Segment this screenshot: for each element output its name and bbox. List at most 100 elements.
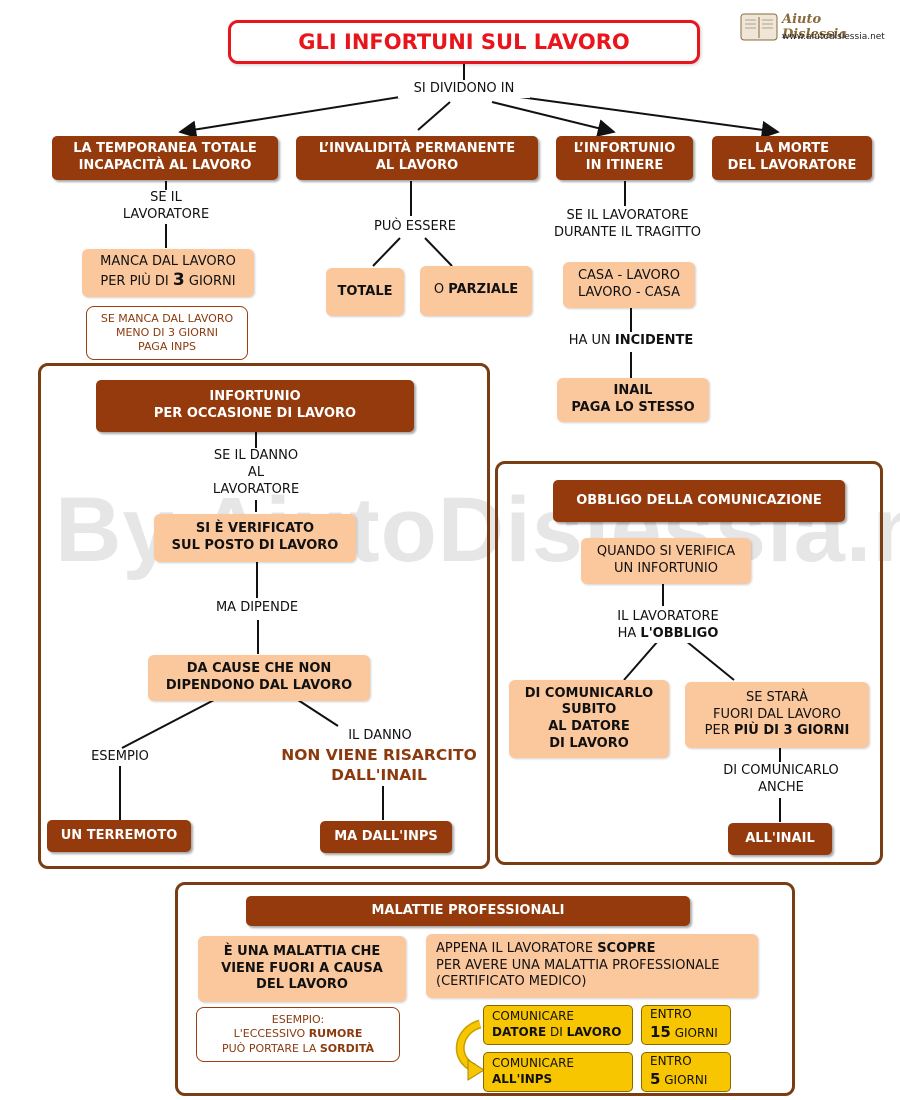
cat3-route1: CASA - LAVORO <box>577 268 681 284</box>
frame-obbligo <box>495 461 883 865</box>
malattie-step2-b: ALL'INPS <box>492 1072 553 1086</box>
malattie-step1-line1: COMUNICARE <box>492 1009 574 1024</box>
cat1-note-line3: PAGA INPS <box>138 340 196 354</box>
cat3-pay-line1: INAIL <box>613 383 653 399</box>
occasione-cond-line2: AL <box>247 464 265 480</box>
malattie-step2-deadline: ENTRO 5 GIORNI <box>641 1052 731 1092</box>
cat1-cond-line1: SE IL <box>150 190 182 205</box>
obbligo-also-line2: ANCHE <box>758 779 804 795</box>
malattie-step1-b2: LAVORO <box>566 1025 622 1039</box>
malattie-step2-time-line1: ENTRO <box>650 1054 692 1069</box>
occasione-where-line2: SUL POSTO DI LAVORO <box>171 538 339 553</box>
occasione-inps: MA DALL'INPS <box>320 821 452 853</box>
cat2-line2: AL LAVORO <box>375 158 459 173</box>
cat1-box-pre: PER PIÙ DI <box>100 274 173 290</box>
cat1-line2: INCAPACITÀ AL LAVORO <box>78 158 252 173</box>
cat3-line1: L’INFORTUNIO <box>573 141 676 157</box>
malattie-step2-line1: COMUNICARE <box>492 1056 574 1071</box>
obbligo-left-line2: SUBITO <box>561 702 617 718</box>
category-morte: LA MORTE DEL LAVORATORE <box>712 136 872 180</box>
cat3-event-pre: HA UN <box>568 333 615 348</box>
category-itinere: L’INFORTUNIO IN ITINERE <box>556 136 693 180</box>
cat1-absence-box: MANCA DAL LAVORO PER PIÙ DI 3 GIORNI <box>82 249 254 297</box>
cat4-line2: DEL LAVORATORE <box>727 158 857 173</box>
malattie-when-line3: (CERTIFICATO MEDICO) <box>436 974 587 990</box>
malattie-step1-time-post: GIORNI <box>670 1026 718 1041</box>
occasione-example: UN TERREMOTO <box>47 820 191 852</box>
obbligo-left-line4: DI LAVORO <box>549 735 629 751</box>
cat2-line1: L’INVALIDITÀ PERMANENTE <box>318 141 516 157</box>
occasione-but: MA DIPENDE <box>200 600 314 617</box>
obbligo-title: OBBLIGO DELLA COMUNICAZIONE <box>553 480 845 522</box>
occasione-title-line1: INFORTUNIO <box>209 389 301 405</box>
cat3-cond-line2: DURANTE IL TRAGITTO <box>553 224 702 240</box>
cat3-route-box: CASA - LAVORO LAVORO - CASA <box>563 262 695 308</box>
occasione-cond-line3: LAVORATORE <box>212 481 300 497</box>
occasione-damage-line2: DALL'INAIL <box>331 766 427 785</box>
cat1-box-post: GIORNI <box>184 274 236 290</box>
obbligo-right-line1: SE STARÀ <box>745 690 809 706</box>
cat3-cond-line1: SE IL LAVORATORE <box>566 208 689 223</box>
occasione-cause-box: DA CAUSE CHE NON DIPENDONO DAL LAVORO <box>148 655 370 701</box>
occasione-cause-line2: DIPENDONO DAL LAVORO <box>165 678 353 693</box>
cat1-condition: SE IL LAVORATORE <box>100 190 232 224</box>
cat3-payment-box: INAIL PAGA LO STESSO <box>557 378 709 422</box>
obbligo-who-line1: IL LAVORATORE <box>617 609 719 624</box>
cat2-option-totale: TOTALE <box>326 268 404 316</box>
logo: Aiuto Dislessia www.aiutodislessia.net <box>740 10 890 50</box>
malattie-step1-time-line1: ENTRO <box>650 1007 692 1022</box>
cat1-note-line2: MENO DI 3 GIORNI <box>115 325 219 339</box>
malattie-when-box: APPENA IL LAVORATORE SCOPRE PER AVERE UN… <box>426 934 758 998</box>
obbligo-left-line3: AL DATORE <box>548 719 630 734</box>
obbligo-who-bold: L'OBBLIGO <box>640 625 719 641</box>
malattie-step1: COMUNICARE DATORE DI LAVORO <box>483 1005 633 1045</box>
malattie-ex-line1: ESEMPIO: <box>271 1013 325 1027</box>
book-icon <box>740 13 778 41</box>
page-title: GLI INFORTUNI SUL LAVORO <box>228 20 700 64</box>
malattie-ex-pre2: PUÒ PORTARE LA <box>222 1041 320 1055</box>
category-temporanea: LA TEMPORANEA TOTALE INCAPACITÀ AL LAVOR… <box>52 136 278 180</box>
obbligo-left-box: DI COMUNICARLO SUBITO AL DATORE DI LAVOR… <box>509 680 669 758</box>
malattie-title: MALATTIE PROFESSIONALI <box>246 896 690 926</box>
malattie-def-line1: È UNA MALATTIA CHE <box>223 944 381 960</box>
occasione-cause-line1: DA CAUSE CHE NON <box>186 661 332 677</box>
malattie-step1-b1: DATORE <box>492 1025 547 1039</box>
cat2-opt2-pre: O <box>433 282 449 297</box>
logo-url: www.aiutodislessia.net <box>782 32 885 42</box>
cat1-note-line1: SE MANCA DAL LAVORO <box>100 311 234 325</box>
cat3-line2: IN ITINERE <box>585 158 664 173</box>
cat1-note: SE MANCA DAL LAVORO MENO DI 3 GIORNI PAG… <box>86 306 248 360</box>
malattie-def-line3: DEL LAVORO <box>256 977 348 993</box>
cat3-event-bold: INCIDENTE <box>614 333 694 348</box>
obbligo-left-line1: DI COMUNICARLO <box>524 685 654 701</box>
cat3-pay-line2: PAGA LO STESSO <box>571 400 695 415</box>
cat3-route2: LAVORO - CASA <box>577 285 681 300</box>
malattie-when-pre: APPENA IL LAVORATORE <box>436 941 598 957</box>
obbligo-right-box: SE STARÀ FUORI DAL LAVORO PER PIÙ DI 3 G… <box>685 682 869 748</box>
malattie-when-bold: SCOPRE <box>597 941 656 957</box>
cat1-box-num: 3 <box>172 270 185 291</box>
obbligo-who: IL LAVORATORE HA L'OBBLIGO <box>600 609 736 643</box>
malattie-ex-bold2: SORDITÀ <box>319 1041 374 1055</box>
malattie-step2: COMUNICARE ALL'INPS <box>483 1052 633 1092</box>
occasione-condition: SE IL DANNO AL LAVORATORE <box>190 448 322 499</box>
occasione-example-label: ESEMPIO <box>80 749 160 766</box>
frame-occasione <box>38 363 490 869</box>
malattie-ex-bold1: RUMORE <box>308 1027 363 1041</box>
occasione-cond-line1: SE IL DANNO <box>213 448 299 463</box>
category-invalidita: L’INVALIDITÀ PERMANENTE AL LAVORO <box>296 136 538 180</box>
obbligo-right-bold: PIÙ DI 3 GIORNI <box>733 723 850 739</box>
occasione-damage-line1: NON VIENE RISARCITO <box>281 746 477 764</box>
occasione-damage-label: IL DANNO <box>330 728 430 745</box>
occasione-title: INFORTUNIO PER OCCASIONE DI LAVORO <box>96 380 414 432</box>
obbligo-when-line1: QUANDO SI VERIFICA <box>596 544 736 560</box>
cat1-box-line2: PER PIÙ DI 3 GIORNI <box>100 270 235 292</box>
malattie-example: ESEMPIO: L'ECCESSIVO RUMORE PUÒ PORTARE … <box>196 1007 400 1062</box>
cat1-line1: LA TEMPORANEA TOTALE <box>73 141 257 157</box>
obbligo-also: DI COMUNICARLO ANCHE <box>708 763 854 797</box>
cat1-box-line1: MANCA DAL LAVORO <box>100 253 236 269</box>
obbligo-also-line1: DI COMUNICARLO <box>723 763 839 778</box>
obbligo-right-line2: FUORI DAL LAVORO <box>712 706 842 722</box>
malattie-step1-mid: DI <box>546 1025 567 1039</box>
